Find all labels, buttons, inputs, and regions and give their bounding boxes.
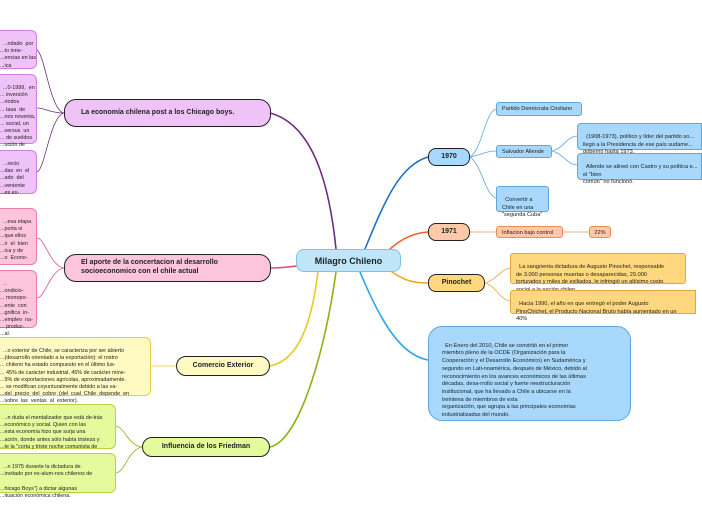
concertacion-leaf-1-text: ...eva etapa ...porta si ...que ellos ..… [0,219,32,261]
concertacion-leaf-2-text: ... ...ondicio- ... monopo- ...ente con … [0,281,33,337]
economia-leaf-1-text: ...ndado por ...to inne- ...encias en la… [0,41,36,69]
pinochet-detail-1-text: La sangrienta dictadura de Augusto Pinoc… [516,264,665,292]
branch-1970[interactable]: 1970 [428,148,470,166]
ocde-note-text: En Enero del 2010, Chile se convirtió en… [442,342,587,419]
salvador-allende-label: Salvador Allende [502,149,544,155]
branch-friedman-label: Influencia de los Friedman [161,442,251,450]
concertacion-leaf-2[interactable]: ... ...ondicio- ... monopo- ...ente con … [0,270,37,337]
central-topic-label: Milagro Chileno [314,255,383,266]
economia-leaf-1[interactable]: ...ndado por ...to inne- ...encias en la… [0,30,37,69]
branch-pinochet-label: Pinochet [441,278,472,286]
segunda-cuba-label: Convertir a Chile en una "segunda Cuba" [502,197,543,219]
economia-leaf-3-text: ...recio ...das en el ...ado del ...veni… [0,161,30,196]
partido-democrata-label: Partido Demócrata Cristiano [502,106,573,112]
central-topic[interactable]: Milagro Chileno [296,249,401,272]
branch-1971[interactable]: 1971 [428,223,470,241]
pinochet-detail-2-text: Hacia 1990, el año en que entregó el pod… [516,301,677,323]
pinochet-detail-1[interactable]: La sangrienta dictadura de Augusto Pinoc… [510,253,686,293]
node-salvador-allende[interactable]: Salvador Allende [496,145,552,158]
node-segunda-cuba[interactable]: Convertir a Chile en una "segunda Cuba" [496,186,549,218]
inflacion-percent-label: 22% [594,230,606,236]
branch-concertacion[interactable]: El aporte de la concertacion al desarrol… [64,254,271,282]
branch-1971-label: 1971 [441,227,457,235]
branch-concertacion-label: El aporte de la concertacion al desarrol… [81,259,218,275]
ocde-note[interactable]: En Enero del 2010, Chile se convirtió en… [428,326,631,421]
inflacion-label: Inflacion bajo control [502,230,554,236]
allende-detail-1-text: (1908-1973), político y líder del partid… [583,134,695,155]
friedman-leaf-2-text: ...n 1975 durante la dictadura de ...inv… [0,464,93,499]
economia-leaf-2[interactable]: ...0-1999, en ... inversión ...riodos ..… [0,74,37,148]
friedman-leaf-1[interactable]: ...n duda el mentalizador que está de-tr… [0,404,116,450]
branch-friedman[interactable]: Influencia de los Friedman [142,437,270,457]
node-partido-democrata[interactable]: Partido Demócrata Cristiano [496,102,582,116]
pinochet-detail-2[interactable]: Hacia 1990, el año en que entregó el pod… [510,290,696,322]
branch-comercio[interactable]: Comercio Exterior [176,356,270,376]
friedman-leaf-2[interactable]: ...n 1975 durante la dictadura de ...inv… [0,453,116,499]
branch-1970-label: 1970 [441,152,457,160]
allende-detail-2-text: Allende se alineó con Castro y su políti… [583,164,698,186]
branch-pinochet[interactable]: Pinochet [428,274,485,292]
branch-comercio-label: Comercio Exterior [192,361,254,369]
friedman-leaf-1-text: ...n duda el mentalizador que está de-tr… [0,415,103,450]
concertacion-leaf-1[interactable]: ...eva etapa ...porta si ...que ellos ..… [0,208,37,265]
branch-economia[interactable]: La economía chilena post a los Chicago b… [64,99,271,127]
economia-leaf-3[interactable]: ...recio ...das en el ...ado del ...veni… [0,150,37,196]
allende-detail-2[interactable]: Allende se alineó con Castro y su políti… [577,153,702,185]
allende-detail-1[interactable]: (1908-1973), político y líder del partid… [577,123,702,155]
branch-economia-label: La economía chilena post a los Chicago b… [81,108,235,116]
node-inflacion[interactable]: Inflacion bajo control [496,226,563,238]
node-inflacion-percent[interactable]: 22% [589,226,611,238]
comercio-leaf-text: ...o exterior de Chile, se caracteriza p… [0,348,130,404]
economia-leaf-2-text: ...0-1999, en ... inversión ...riodos ..… [0,85,36,149]
comercio-leaf[interactable]: ...o exterior de Chile, se caracteriza p… [0,337,151,404]
